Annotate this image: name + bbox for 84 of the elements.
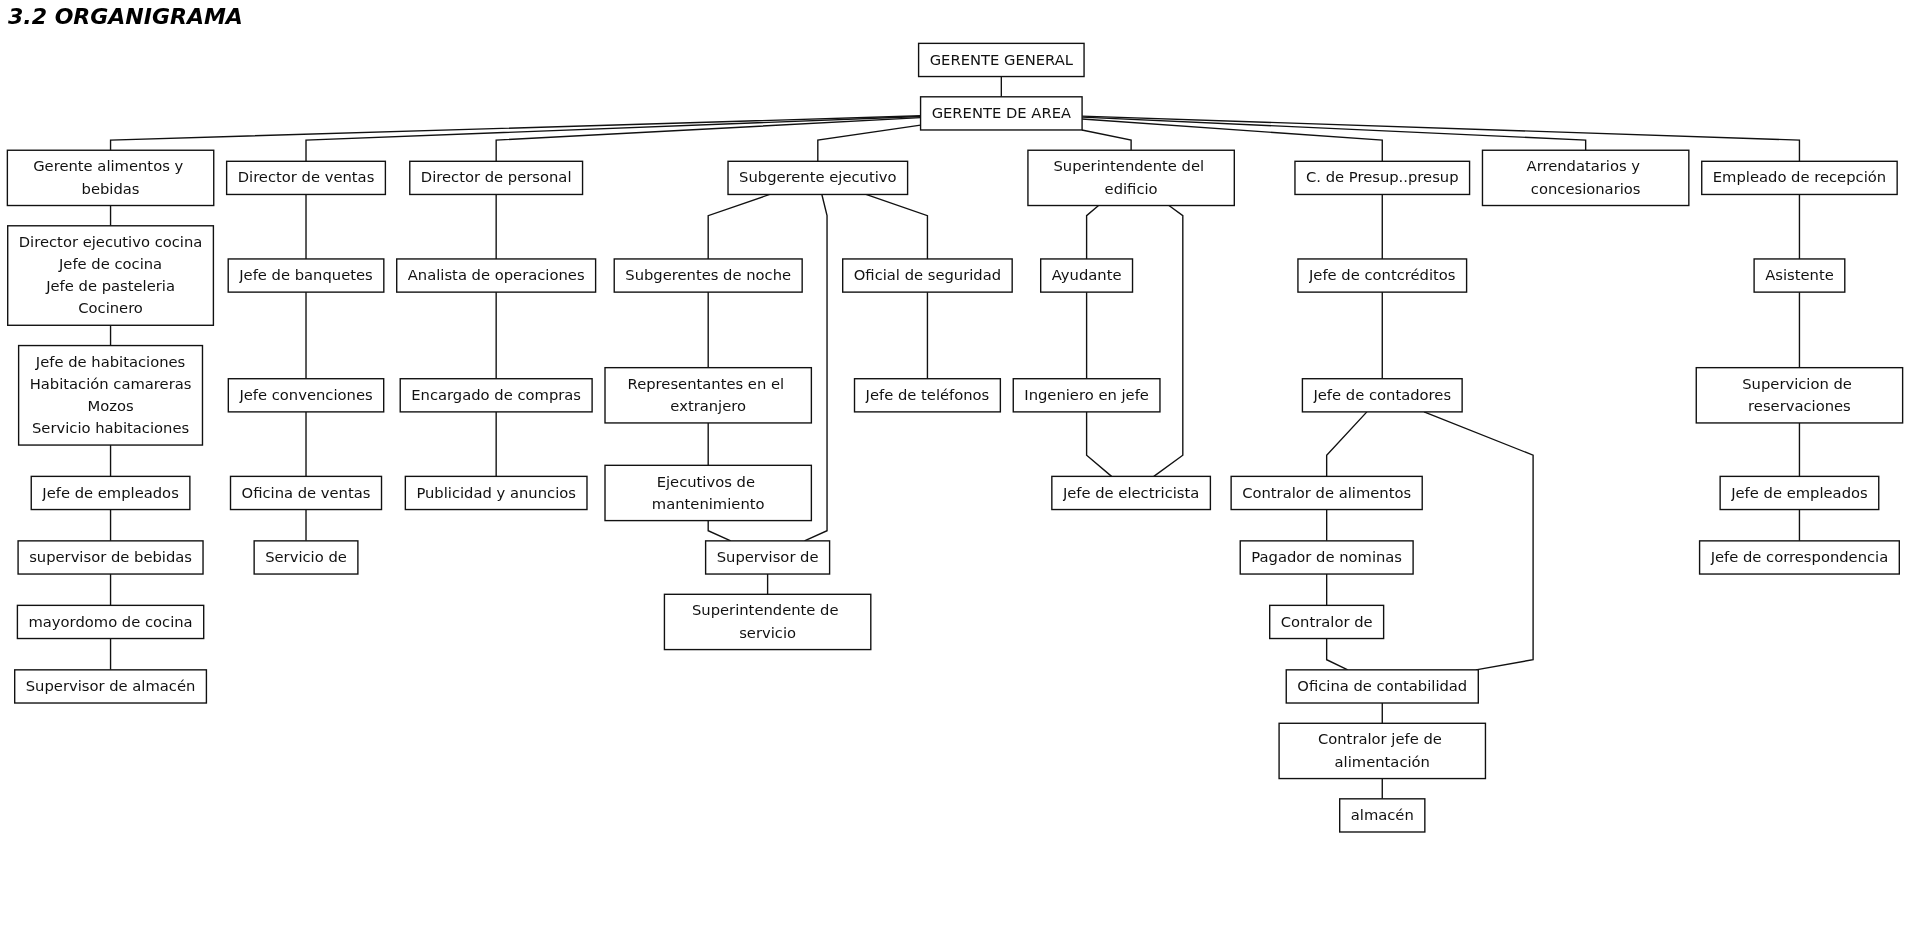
connector bbox=[1326, 573, 1328, 607]
node-box: Superintendente del edificio bbox=[1027, 149, 1235, 207]
node-box: Analista de operaciones bbox=[396, 258, 597, 293]
connector bbox=[1153, 204, 1184, 478]
node-box: Pagador de nominas bbox=[1239, 540, 1414, 575]
node-box: Jefe de correspondencia bbox=[1698, 540, 1900, 575]
node-box: Jefe de empleados bbox=[1719, 475, 1880, 511]
connector bbox=[305, 411, 307, 478]
node-box: Oficina de ventas bbox=[229, 475, 383, 511]
node-box: Servicio de bbox=[253, 540, 359, 575]
connector bbox=[1326, 508, 1328, 542]
connector bbox=[707, 291, 709, 369]
node-box: Contralor de alimentos bbox=[1230, 475, 1423, 511]
connector bbox=[109, 324, 112, 347]
connector bbox=[109, 444, 112, 478]
node-box: Jefe de banquetes bbox=[227, 258, 385, 293]
connector bbox=[926, 291, 929, 380]
connector bbox=[109, 573, 112, 607]
node-box: Contralor jefe de alimentación bbox=[1278, 722, 1487, 780]
node-box: Ingeniero en jefe bbox=[1012, 378, 1161, 413]
node-box: GERENTE DE AREA bbox=[919, 96, 1083, 131]
connector bbox=[1381, 291, 1383, 380]
connector bbox=[1381, 777, 1383, 800]
connector bbox=[1085, 291, 1088, 380]
node-box: almacén bbox=[1339, 798, 1426, 833]
node-box: Supervisor de bbox=[704, 540, 831, 575]
connector bbox=[1798, 193, 1801, 260]
connector bbox=[1423, 411, 1534, 671]
node-box: Encargado de compras bbox=[399, 378, 593, 413]
connector bbox=[1081, 118, 1383, 162]
node-box: Jefe de teléfonos bbox=[853, 378, 1002, 413]
connector bbox=[495, 411, 497, 478]
connector bbox=[109, 204, 112, 227]
node-box: Gerente alimentos y bebidas bbox=[6, 149, 215, 207]
node-box: Jefe convenciones bbox=[227, 378, 385, 413]
node-box: supervisor de bebidas bbox=[17, 540, 204, 575]
node-box: Contralor de bbox=[1269, 604, 1385, 640]
connector bbox=[1085, 411, 1113, 478]
connector bbox=[1798, 291, 1801, 369]
node-box: Asistente bbox=[1753, 258, 1846, 293]
node-box: Supervisor de almacén bbox=[14, 669, 208, 704]
connector bbox=[1081, 115, 1801, 162]
node-box: Subgerente ejecutivo bbox=[727, 160, 909, 196]
connector bbox=[1326, 411, 1368, 478]
connector bbox=[707, 422, 709, 466]
node-box: Director de personal bbox=[409, 160, 584, 196]
chart-title: 3.2 ORGANIGRAMA bbox=[8, 4, 243, 29]
node-box: Jefe de contadores bbox=[1301, 378, 1463, 413]
node-box: Supervicion de reservaciones bbox=[1695, 366, 1904, 424]
connector bbox=[305, 291, 307, 380]
node-box: Jefe de electricista bbox=[1051, 475, 1212, 511]
connector bbox=[495, 291, 497, 380]
node-box: C. de Presup..presup bbox=[1294, 160, 1471, 196]
node-box: Oficina de contabilidad bbox=[1285, 669, 1479, 704]
node-box: mayordomo de cocina bbox=[16, 604, 205, 640]
connector bbox=[305, 508, 307, 542]
connector bbox=[1085, 204, 1100, 260]
connector bbox=[1798, 422, 1801, 478]
connector bbox=[109, 637, 112, 671]
node-box: Arrendatarios y concesionarios bbox=[1481, 149, 1690, 207]
node-box: Superintendente de servicio bbox=[663, 593, 872, 651]
node-box: Ejecutivos de mantenimiento bbox=[604, 464, 813, 522]
connector bbox=[305, 193, 307, 260]
connector bbox=[495, 193, 497, 260]
node-box: Representantes en el extranjero bbox=[604, 366, 813, 424]
node-box: Ayudante bbox=[1040, 258, 1134, 293]
connector bbox=[1081, 129, 1132, 151]
node-box: GERENTE GENERAL bbox=[917, 42, 1085, 78]
connector bbox=[1381, 702, 1383, 724]
node-box: Jefe de empleados bbox=[30, 475, 191, 511]
node-box: Jefe de contcréditos bbox=[1297, 258, 1468, 293]
connector bbox=[766, 573, 769, 595]
connector bbox=[1000, 75, 1003, 98]
node-box: Empleado de recepción bbox=[1701, 160, 1898, 196]
node-box: Director de ventas bbox=[225, 160, 387, 196]
connector bbox=[109, 508, 112, 542]
node-box: Publicidad y anuncios bbox=[404, 475, 588, 511]
node-box: Oficial de seguridad bbox=[842, 258, 1013, 293]
connector bbox=[1798, 508, 1801, 542]
connector bbox=[1381, 193, 1383, 260]
connector bbox=[1081, 116, 1587, 151]
node-box: Subgerentes de noche bbox=[613, 258, 803, 293]
node-box: Director ejecutivo cocina Jefe de cocina Jefe de pasteleria Cocinero bbox=[7, 225, 215, 326]
node-box: Jefe de habitaciones Habitación camareras Mozos Servicio habitaciones bbox=[17, 344, 204, 446]
